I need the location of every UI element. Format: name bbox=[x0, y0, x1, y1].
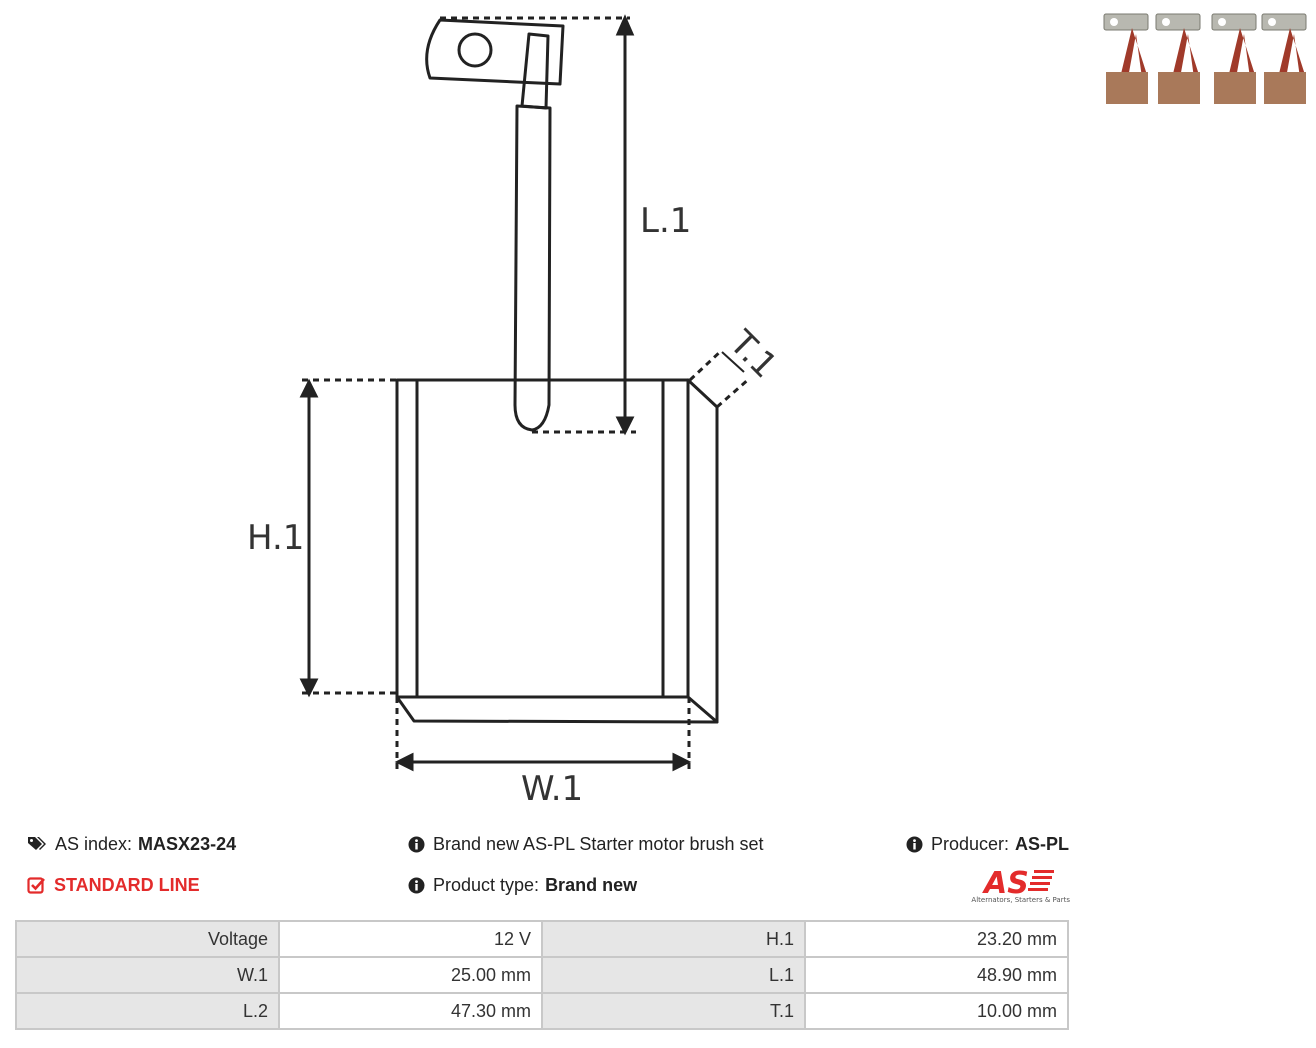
label-h1: H.1 bbox=[247, 518, 304, 558]
spec-value: 48.90 mm bbox=[804, 956, 1069, 994]
producer-value: AS-PL bbox=[1015, 834, 1070, 854]
product-line-label: STANDARD LINE bbox=[54, 875, 200, 895]
brush-dimension-drawing: L.1 H.1 W.1 T.1 bbox=[247, 14, 785, 809]
specs-table: Voltage 12 V H.1 23.20 mm W.1 25.00 mm L… bbox=[15, 920, 1069, 1030]
t1-ext-b bbox=[716, 376, 751, 409]
spec-label: H.1 bbox=[541, 920, 806, 958]
label-w1: W.1 bbox=[521, 769, 583, 809]
product-line: STANDARD LINE bbox=[27, 874, 200, 896]
logo-tagline: Alternators, Starters & Parts bbox=[971, 896, 1070, 904]
product-thumbnail[interactable] bbox=[1154, 8, 1206, 106]
lead-wire-sleeve bbox=[513, 104, 552, 432]
table-row: Voltage 12 V H.1 23.20 mm bbox=[15, 920, 1069, 958]
spec-label: T.1 bbox=[541, 992, 806, 1030]
product-type-label: Product type: bbox=[433, 875, 540, 895]
spec-label: L.1 bbox=[541, 956, 806, 994]
product-thumbnail[interactable] bbox=[1102, 8, 1154, 106]
description: Brand new AS-PL Starter motor brush set bbox=[408, 833, 764, 855]
product-thumbnail[interactable] bbox=[1210, 8, 1262, 106]
as-pl-logo-mark: AS bbox=[982, 866, 1054, 901]
terminal-lug bbox=[425, 18, 565, 86]
spec-label: L.2 bbox=[15, 992, 280, 1030]
as-index-value: MASX23-24 bbox=[138, 834, 237, 854]
label-l1: L.1 bbox=[640, 201, 691, 241]
product-type: Product type: Brand new bbox=[408, 874, 637, 896]
product-thumbnail[interactable] bbox=[1260, 8, 1312, 106]
spec-value: 12 V bbox=[278, 920, 543, 958]
info-icon bbox=[408, 877, 425, 894]
description-text: Brand new AS-PL Starter motor brush set bbox=[433, 834, 764, 854]
producer-label: Producer: bbox=[931, 834, 1010, 854]
spec-value: 23.20 mm bbox=[804, 920, 1069, 958]
brush-side-face bbox=[686, 378, 719, 724]
as-pl-logo: AS Alternators, Starters & Parts bbox=[962, 864, 1070, 908]
producer: Producer: AS-PL bbox=[906, 833, 1069, 855]
brush-bottom-face bbox=[395, 695, 719, 724]
spec-label: Voltage bbox=[15, 920, 280, 958]
info-icon bbox=[906, 836, 923, 853]
t1-ext-a bbox=[688, 348, 724, 382]
as-index: AS index: MASX23-24 bbox=[27, 833, 236, 855]
spec-value: 25.00 mm bbox=[278, 956, 543, 994]
svg-text:AS: AS bbox=[982, 866, 1029, 896]
product-type-value: Brand new bbox=[545, 875, 638, 895]
label-t1: T.1 bbox=[721, 322, 785, 386]
check-square-icon bbox=[27, 876, 46, 894]
spec-value: 10.00 mm bbox=[804, 992, 1069, 1030]
as-index-label: AS index: bbox=[55, 834, 133, 854]
lead-wire bbox=[520, 32, 550, 110]
brush-front-face bbox=[395, 378, 690, 699]
product-thumbnails[interactable] bbox=[1092, 8, 1307, 108]
table-row: W.1 25.00 mm L.1 48.90 mm bbox=[15, 956, 1069, 994]
table-row: L.2 47.30 mm T.1 10.00 mm bbox=[15, 992, 1069, 1030]
spec-label: W.1 bbox=[15, 956, 280, 994]
tags-icon bbox=[27, 835, 47, 853]
info-icon bbox=[408, 836, 425, 853]
terminal-hole bbox=[457, 32, 493, 68]
t1-dim-line bbox=[721, 351, 745, 373]
spec-value: 47.30 mm bbox=[278, 992, 543, 1030]
